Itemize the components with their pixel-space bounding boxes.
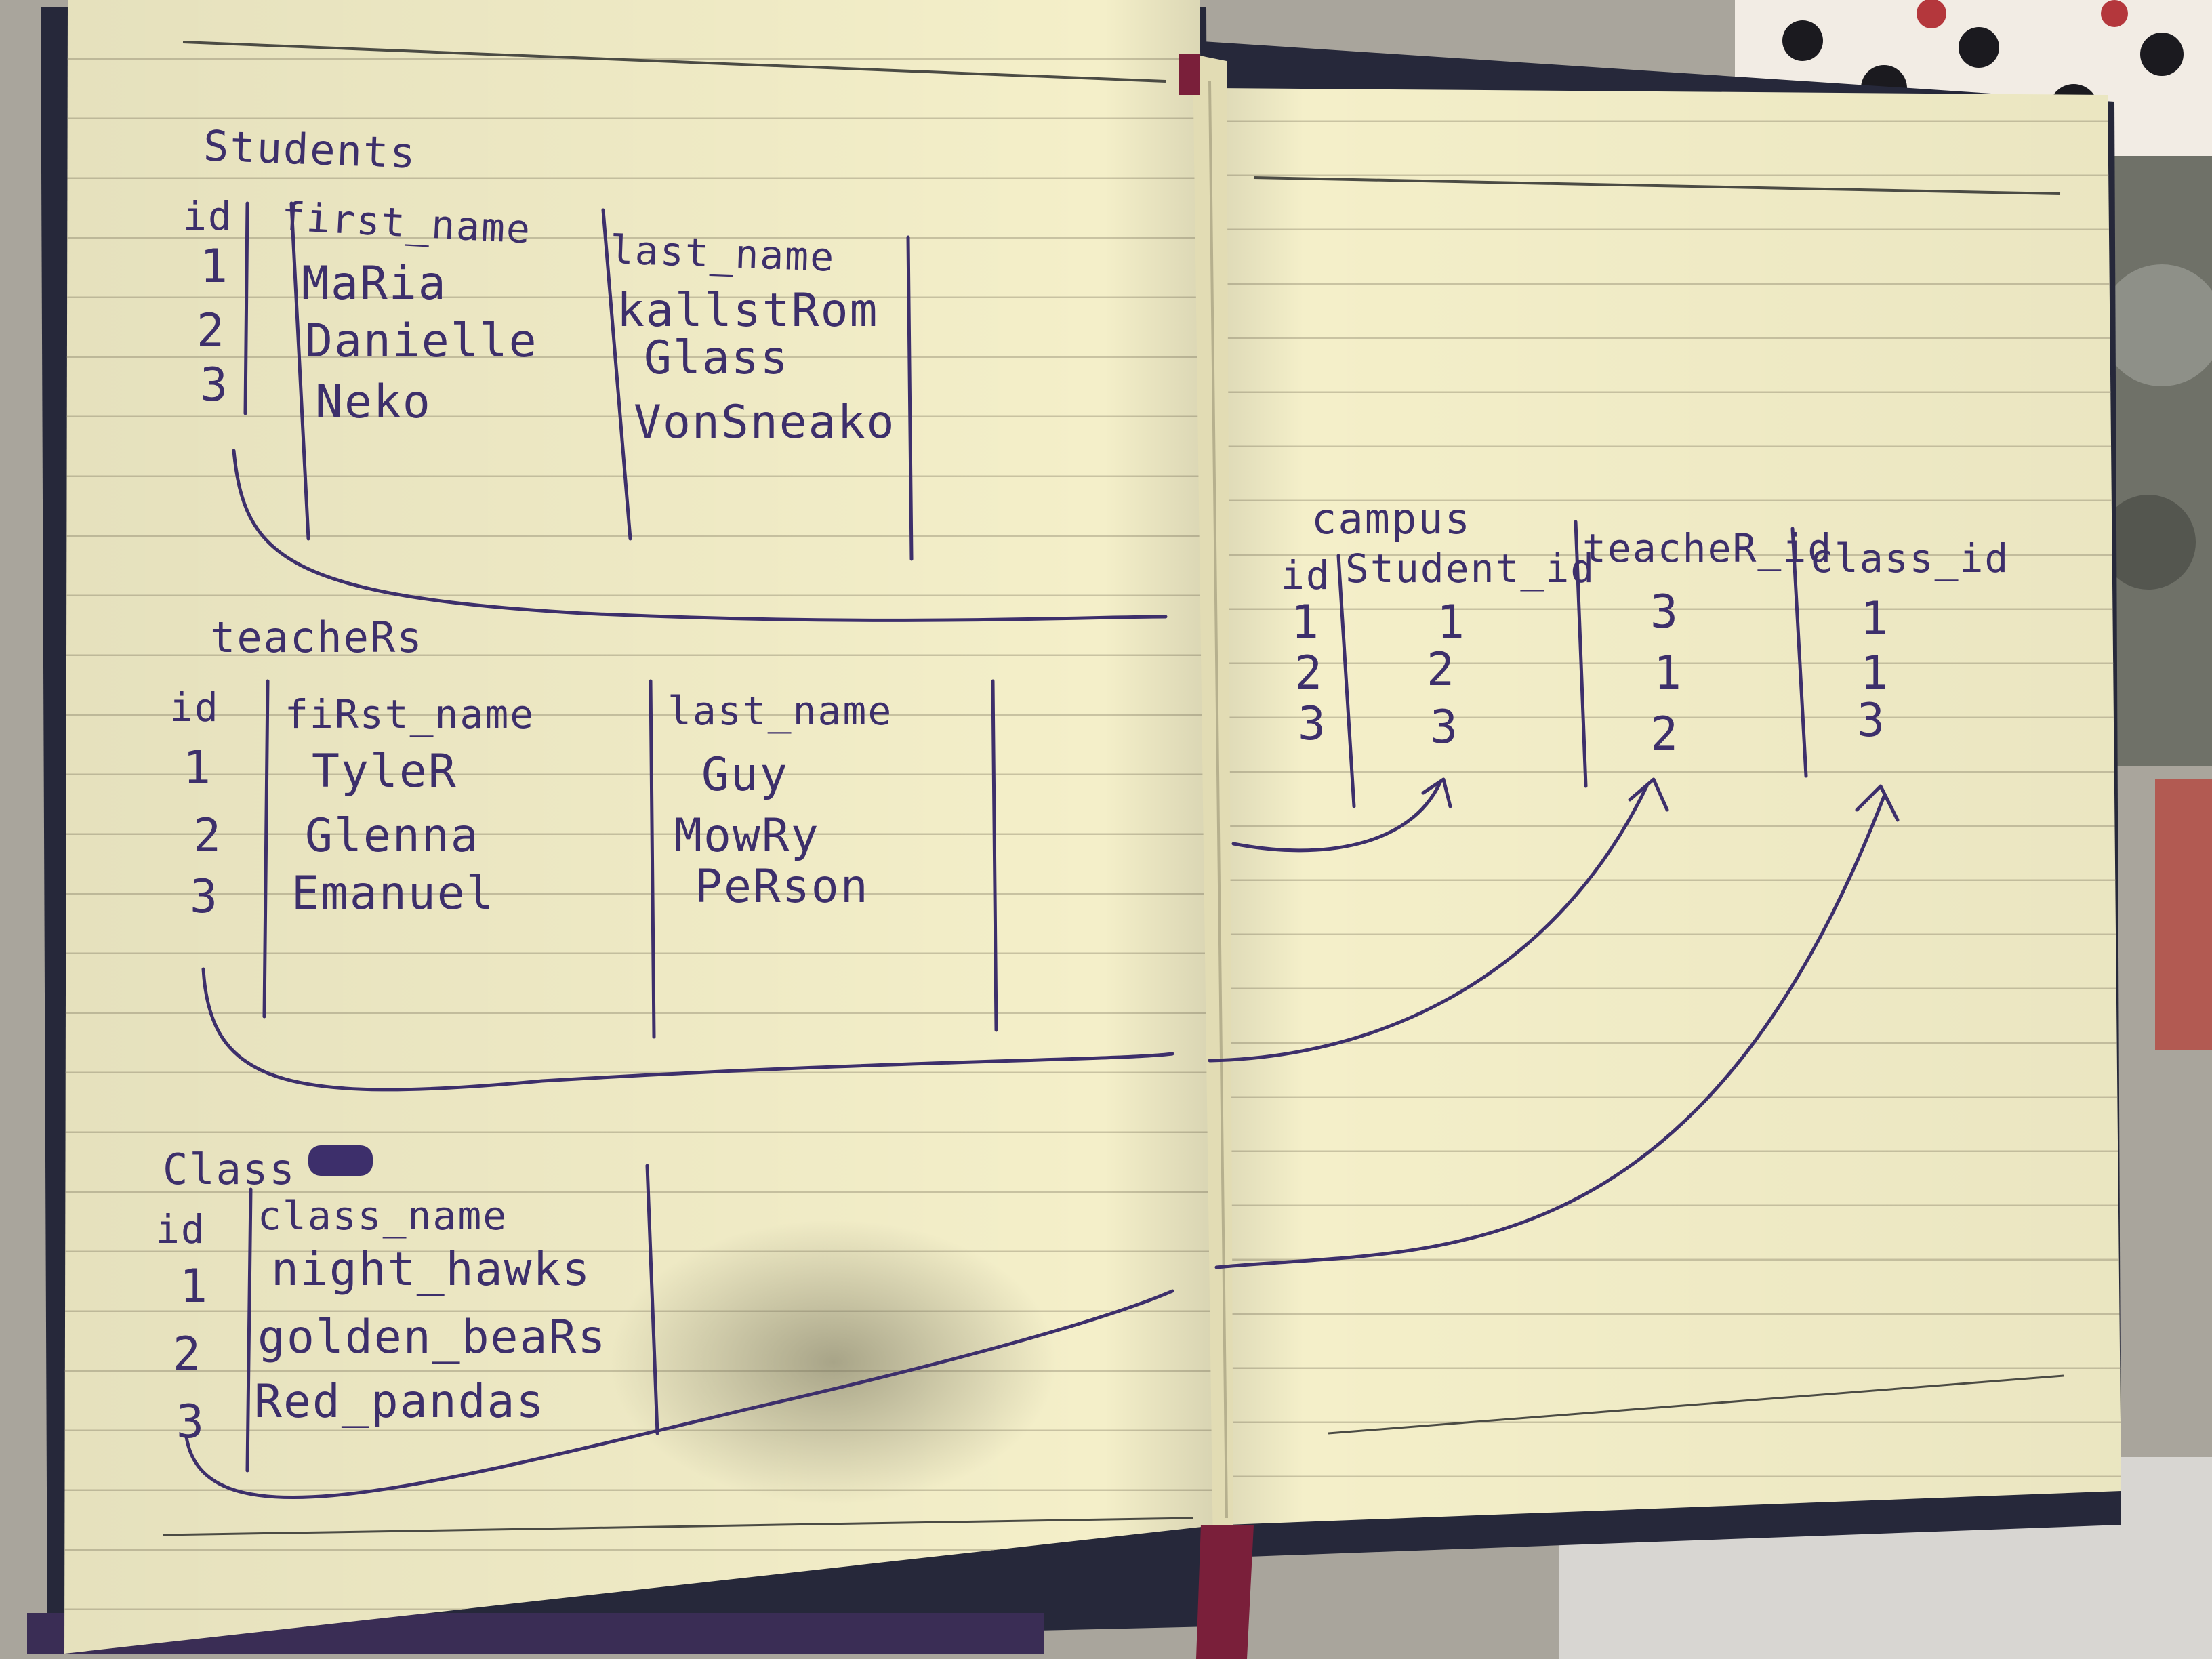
arrow-students-to-campus bbox=[1231, 781, 1442, 853]
classes-header-class-name: class_name bbox=[258, 1193, 508, 1239]
campus-row2-id: 2 bbox=[1294, 647, 1324, 700]
classes-grid bbox=[184, 1164, 1174, 1500]
students-row1-id: 1 bbox=[200, 240, 229, 293]
campus-row1-id: 1 bbox=[1291, 596, 1320, 649]
classes-header-id: id bbox=[156, 1206, 206, 1252]
arrow-classes-to-campus bbox=[1214, 794, 1886, 1269]
students-row3-first: Neko bbox=[315, 375, 432, 429]
classes-row1-id: 1 bbox=[180, 1260, 209, 1313]
floral-fabric bbox=[2101, 156, 2212, 1050]
teachers-row2-id: 2 bbox=[193, 809, 222, 863]
students-row3-last: VonSneako bbox=[634, 396, 896, 449]
campus-header-id: id bbox=[1281, 552, 1331, 598]
students-row2-last: Glass bbox=[644, 331, 790, 385]
teachers-header-last-name: last_name bbox=[668, 688, 893, 734]
teachers-row3-id: 3 bbox=[190, 870, 219, 924]
students-row1-first: MaRia bbox=[302, 257, 447, 310]
hand-shadow bbox=[610, 1220, 1057, 1504]
students-header-last-name: last_name bbox=[609, 226, 836, 281]
top-rule-left bbox=[182, 41, 1166, 83]
teachers-row3-last: PeRson bbox=[695, 860, 869, 914]
students-row3-id: 3 bbox=[200, 359, 229, 412]
campus-header-student-id: Student_id bbox=[1345, 546, 1596, 592]
students-row1-last: kallstRom bbox=[617, 284, 879, 337]
campus-row3-id: 3 bbox=[1298, 697, 1327, 751]
campus-row3-class: 3 bbox=[1857, 694, 1886, 747]
students-row2-first: Danielle bbox=[305, 314, 538, 368]
classes-row2-id: 2 bbox=[173, 1328, 202, 1381]
teachers-header-first-name: fiRst_name bbox=[285, 691, 535, 737]
arrow-teachers-to-campus bbox=[1208, 784, 1649, 1063]
students-title: Students bbox=[202, 121, 417, 178]
campus-row2-class: 1 bbox=[1860, 647, 1889, 700]
teachers-row1-first: TyleR bbox=[312, 745, 457, 798]
campus-row2-student: 2 bbox=[1427, 643, 1456, 697]
teachers-row1-id: 1 bbox=[183, 741, 212, 795]
bookmark-ribbon bbox=[1196, 1525, 1254, 1659]
teachers-row3-first: Emanuel bbox=[291, 867, 495, 920]
bookmark-top bbox=[1179, 54, 1200, 95]
students-row2-id: 2 bbox=[197, 304, 226, 358]
students-header-id: id bbox=[183, 193, 233, 239]
campus-row1-student: 1 bbox=[1437, 596, 1466, 649]
campus-grid bbox=[1336, 520, 1808, 808]
teachers-row1-last: Guy bbox=[701, 748, 789, 802]
campus-row1-class: 1 bbox=[1860, 592, 1889, 646]
classes-row2-name: golden_beaRs bbox=[258, 1311, 607, 1364]
teachers-row2-last: MowRy bbox=[674, 809, 820, 863]
teachers-row2-first: Glenna bbox=[305, 809, 480, 863]
classes-title-scribble bbox=[308, 1145, 373, 1176]
students-grid bbox=[232, 201, 1168, 622]
relationship-arrows bbox=[1208, 777, 1900, 1269]
teachers-title: teacheRs bbox=[210, 613, 424, 662]
campus-row3-teacher: 2 bbox=[1650, 708, 1679, 761]
classes-title: Class bbox=[163, 1145, 296, 1194]
campus-row2-teacher: 1 bbox=[1654, 647, 1683, 700]
students-header-first-name: first_name bbox=[280, 193, 533, 253]
campus-header-class-id: class_id bbox=[1809, 535, 2010, 581]
campus-row3-student: 3 bbox=[1430, 701, 1459, 754]
classes-row3-name: Red_pandas bbox=[254, 1375, 546, 1429]
classes-row3-id: 3 bbox=[176, 1395, 205, 1449]
campus-title: campus bbox=[1311, 494, 1471, 544]
campus-header-teacher-id: teacheR_id bbox=[1582, 525, 1833, 571]
teachers-grid bbox=[201, 679, 1174, 1092]
classes-row1-name: night_hawks bbox=[271, 1243, 592, 1296]
teachers-header-id: id bbox=[169, 684, 220, 731]
campus-row1-teacher: 3 bbox=[1650, 586, 1679, 639]
